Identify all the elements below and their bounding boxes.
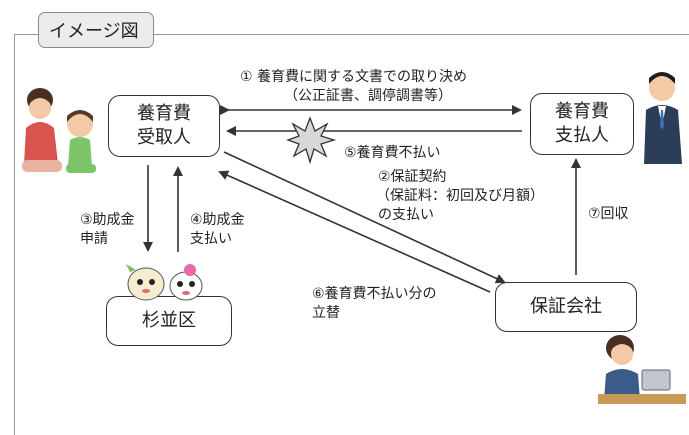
step2-label: ②保証契約 （保証料：初回及び月額） の支払い — [376, 168, 544, 225]
recipient-line2: 受取人 — [137, 127, 191, 148]
recipient-line1: 養育費 — [137, 102, 191, 124]
title-tab: イメージ図 — [38, 12, 154, 48]
diagram-frame — [14, 34, 689, 435]
step1-line1: ① 養育費に関する文書での取り決め — [240, 69, 468, 85]
step4-line1: ④助成金 — [190, 212, 245, 228]
arrows-layer — [143, 105, 581, 293]
businessman-illustration — [644, 72, 682, 164]
step6-label: ⑥養育費不払い分の 立替 — [312, 285, 437, 323]
payer-line2: 支払人 — [555, 125, 609, 146]
payer-box: 養育費支払人 — [530, 93, 634, 155]
step3-line1: ③助成金 — [80, 212, 135, 228]
arrow-step6 — [218, 170, 491, 293]
step7-label: ⑦回収 — [588, 205, 629, 224]
step2-line2: （保証料：初回及び月額） — [376, 187, 544, 204]
recipient-box: 養育費受取人 — [108, 95, 220, 157]
burst-icon — [286, 116, 337, 165]
guarantor-box: 保証会社 — [495, 282, 637, 332]
suginami-box: 杉並区 — [106, 296, 232, 346]
step4-line2: 支払い — [190, 230, 232, 247]
step5-label: ⑤養育費不払い — [344, 144, 441, 163]
step3-line2: 申請 — [80, 230, 108, 247]
arrow-step2 — [223, 151, 506, 284]
step1-line2: （公正証書、調停調書等） — [284, 87, 452, 104]
mother-child-illustration — [22, 88, 96, 173]
step6-line1: ⑥養育費不払い分の — [312, 286, 437, 302]
step3-label: ③助成金 申請 — [80, 211, 135, 249]
step4-label: ④助成金 支払い — [190, 211, 245, 249]
mascot-characters-illustration — [126, 264, 203, 301]
step1-label: ① 養育費に関する文書での取り決め （公正証書、調停調書等） — [240, 68, 467, 106]
office-worker-illustration — [598, 335, 686, 404]
step7-text: ⑦回収 — [588, 206, 629, 222]
payer-line1: 養育費 — [555, 100, 609, 122]
title-tab-label: イメージ図 — [49, 21, 139, 42]
suginami-label: 杉並区 — [142, 309, 196, 331]
step5-text: ⑤養育費不払い — [344, 145, 441, 161]
step2-line3: の支払い — [378, 206, 434, 223]
step6-line2: 立替 — [312, 304, 340, 321]
guarantor-label: 保証会社 — [530, 295, 602, 317]
step2-line1: ②保証契約 — [378, 169, 447, 185]
